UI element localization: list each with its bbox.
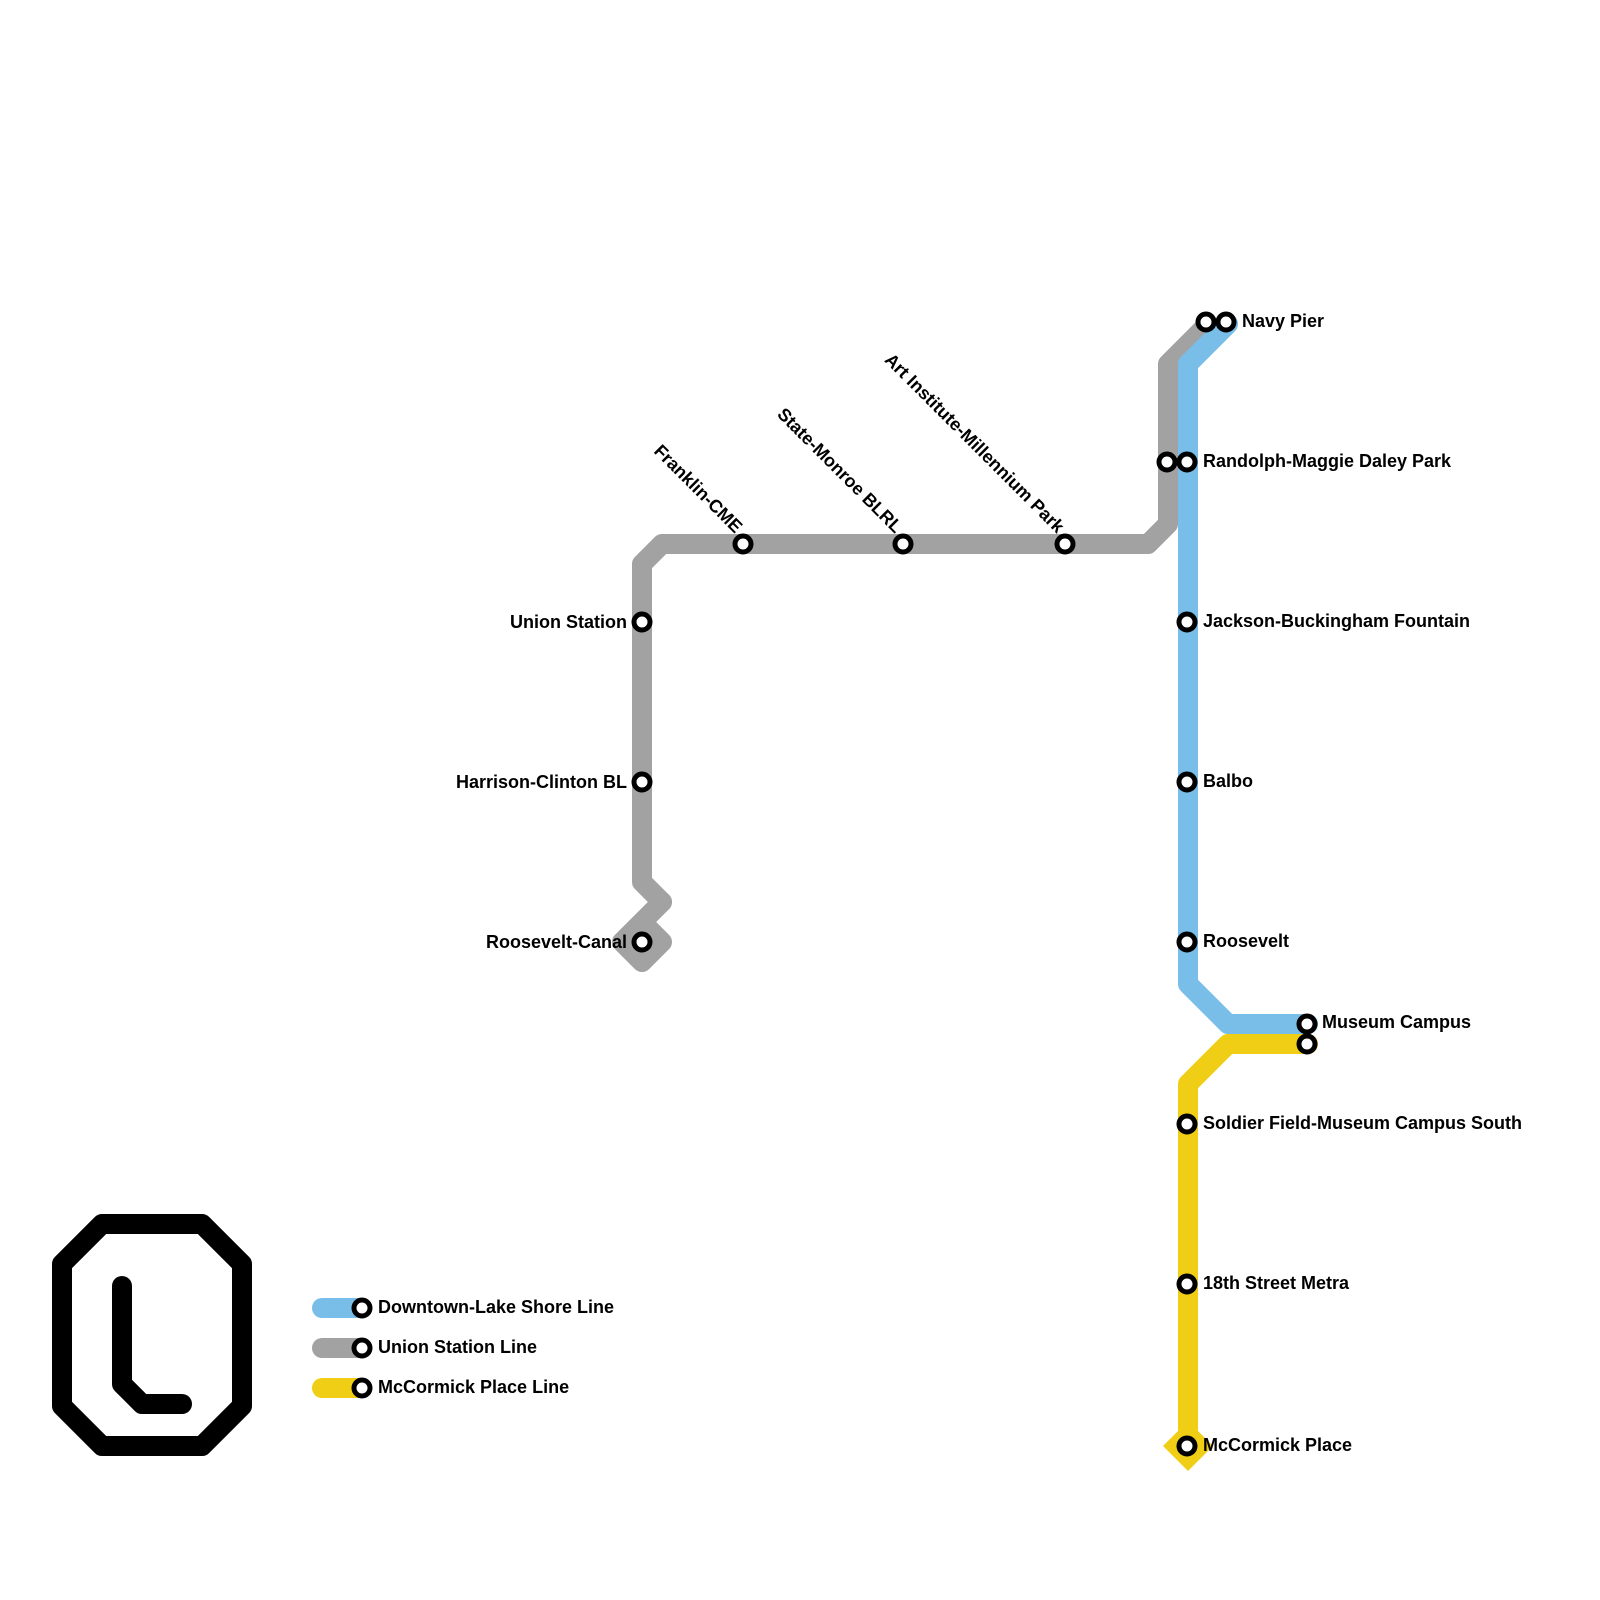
cta-l-logo-icon xyxy=(52,1214,252,1456)
label-jackson: Jackson-Buckingham Fountain xyxy=(1203,611,1470,631)
station-18th-street[interactable] xyxy=(1176,1273,1198,1295)
legend-station-yellow xyxy=(351,1377,373,1399)
label-roosevelt-canal: Roosevelt-Canal xyxy=(486,932,627,952)
mccormick-place-line xyxy=(1178,1034,1318,1456)
station-franklin-cme[interactable] xyxy=(732,533,754,555)
label-roosevelt: Roosevelt xyxy=(1203,931,1289,951)
label-franklin-cme: Franklin-CME xyxy=(650,441,746,537)
legend-label-blue: Downtown-Lake Shore Line xyxy=(378,1297,614,1317)
station-art-institute[interactable] xyxy=(1054,533,1076,555)
legend-station-blue xyxy=(351,1297,373,1319)
station-harrison-clinton[interactable] xyxy=(631,771,653,793)
station-union-station[interactable] xyxy=(631,611,653,633)
label-randolph: Randolph-Maggie Daley Park xyxy=(1203,451,1452,471)
station-state-monroe[interactable] xyxy=(892,533,914,555)
legend-station-gray xyxy=(351,1337,373,1359)
legend: Downtown-Lake Shore Line Union Station L… xyxy=(312,1297,614,1399)
label-union-station: Union Station xyxy=(510,612,627,632)
station-navy-pier-gray[interactable] xyxy=(1195,311,1217,333)
station-roosevelt[interactable] xyxy=(1176,931,1198,953)
station-museum-campus-yellow[interactable] xyxy=(1296,1033,1318,1055)
station-randolph-blue[interactable] xyxy=(1176,451,1198,473)
downtown-lake-shore-line xyxy=(1178,314,1318,1034)
label-art-institute: Art Institute-Millennium Park xyxy=(881,349,1069,537)
legend-label-gray: Union Station Line xyxy=(378,1337,537,1357)
station-navy-pier-blue[interactable] xyxy=(1215,311,1237,333)
legend-label-yellow: McCormick Place Line xyxy=(378,1377,569,1397)
station-roosevelt-canal[interactable] xyxy=(631,931,653,953)
station-randolph-gray[interactable] xyxy=(1156,451,1178,473)
label-harrison-clinton: Harrison-Clinton BL xyxy=(456,772,627,792)
label-18th-street: 18th Street Metra xyxy=(1203,1273,1350,1293)
station-balbo[interactable] xyxy=(1176,771,1198,793)
label-navy-pier: Navy Pier xyxy=(1242,311,1324,331)
label-balbo: Balbo xyxy=(1203,771,1253,791)
station-soldier-field[interactable] xyxy=(1176,1113,1198,1135)
station-museum-campus-blue[interactable] xyxy=(1296,1013,1318,1035)
label-mccormick-place: McCormick Place xyxy=(1203,1435,1352,1455)
union-station-line xyxy=(632,314,1218,912)
label-soldier-field: Soldier Field-Museum Campus South xyxy=(1203,1113,1522,1133)
label-museum-campus: Museum Campus xyxy=(1322,1012,1471,1032)
station-mccormick-place[interactable] xyxy=(1176,1435,1198,1457)
station-jackson[interactable] xyxy=(1176,611,1198,633)
label-state-monroe: State-Monroe BLRL xyxy=(773,404,906,537)
